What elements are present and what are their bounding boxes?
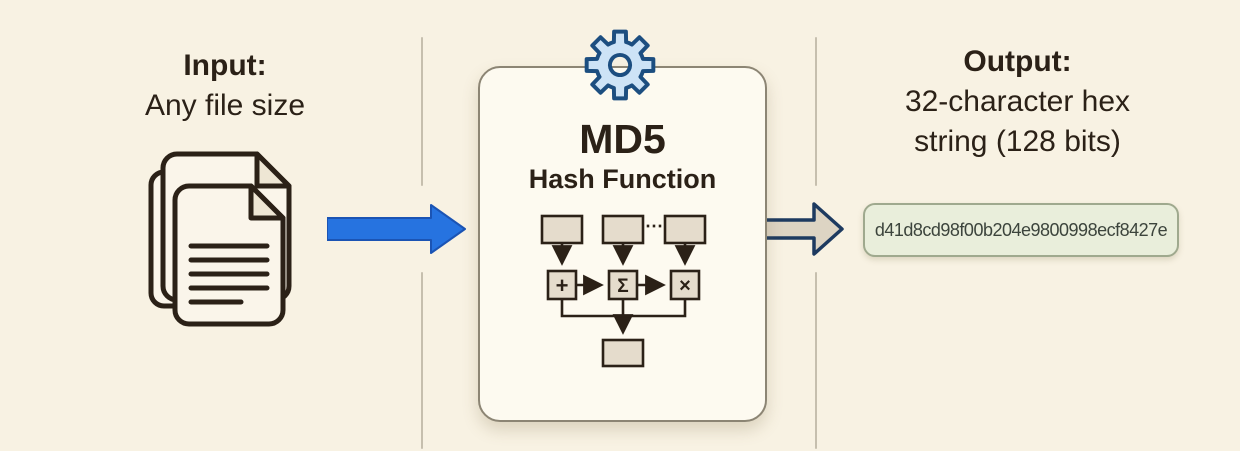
process-subtitle: Hash Function: [528, 164, 717, 194]
hash-flow-diagram: ⋯ + Σ ×: [540, 214, 706, 368]
hash-value: d41d8cd98f00b204e9800998ecf8427e: [874, 219, 1168, 240]
left-divider-top: [421, 37, 423, 186]
output-section-label: Output: 32-character hex string (128 bit…: [850, 42, 1185, 162]
plus-operator: +: [555, 273, 568, 298]
input-block-3: [663, 214, 706, 245]
input-title: Input:: [183, 49, 267, 82]
op-box-mul: [669, 269, 700, 301]
output-subtitle-line2: string (128 bits): [914, 125, 1121, 158]
right-divider-top: [815, 37, 817, 186]
gear-icon: [584, 29, 656, 101]
process-title: MD5: [579, 116, 666, 162]
sigma-operator: Σ: [617, 276, 628, 297]
multiply-operator: ×: [679, 275, 691, 297]
hash-output-box: d41d8cd98f00b204e9800998ecf8427e: [863, 203, 1179, 257]
input-arrow-icon: [327, 204, 466, 254]
output-arrow-icon: [758, 202, 844, 256]
left-divider-bottom: [421, 272, 423, 449]
input-section-label: Input: Any file size: [70, 46, 380, 126]
md5-process-card: MD5 Hash Function: [478, 66, 767, 422]
op-box-sum: [607, 269, 638, 301]
output-subtitle-line1: 32-character hex: [904, 85, 1131, 118]
output-title: Output:: [963, 45, 1072, 78]
output-block: [601, 338, 644, 368]
right-divider-bottom: [815, 272, 817, 449]
ellipsis-glyph: ⋯: [645, 216, 663, 236]
input-block-2: [601, 214, 644, 245]
input-block-1: [540, 214, 583, 245]
documents-stack-icon: [148, 151, 292, 327]
input-subtitle: Any file size: [144, 89, 306, 122]
op-box-add: [546, 269, 577, 301]
